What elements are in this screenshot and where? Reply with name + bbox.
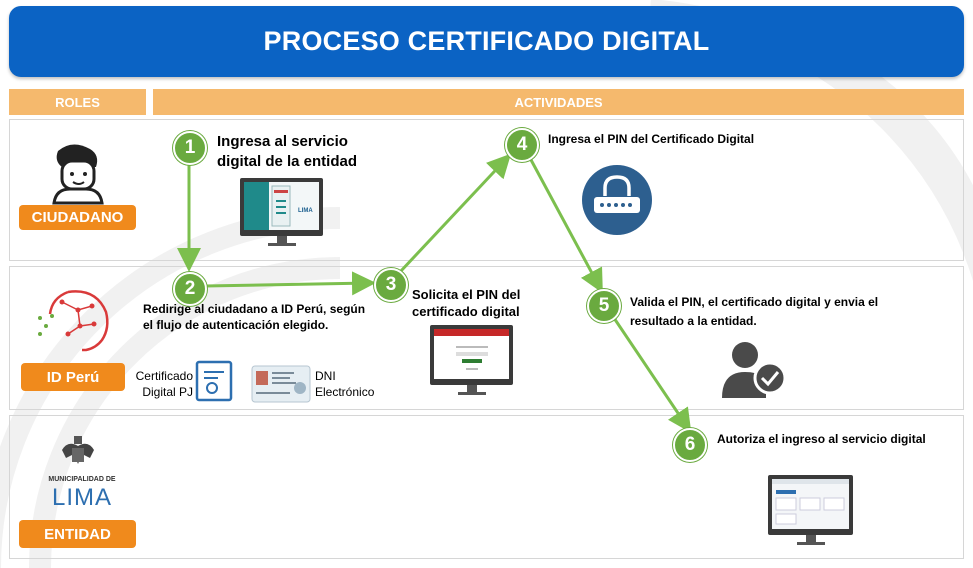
- step-4-badge: 4: [505, 128, 539, 162]
- page-title: PROCESO CERTIFICADO DIGITAL: [263, 26, 710, 56]
- option-cert-pj-label: Certificado Digital PJ: [135, 369, 193, 400]
- step-3-text: Solicita el PIN del certificado digital: [412, 287, 521, 319]
- arrow-2-3: [204, 271, 376, 296]
- title-bar: PROCESO CERTIFICADO DIGITAL: [9, 6, 964, 77]
- lane-ciudadano: [9, 119, 964, 261]
- step-3-badge: 3: [374, 268, 408, 302]
- step-1-badge: 1: [173, 131, 207, 165]
- arrow-5-6: [612, 317, 692, 433]
- activities-header: ACTIVIDADES: [153, 89, 964, 115]
- step-2-text: Redirige al ciudadano a ID Perú, según e…: [143, 302, 366, 332]
- step-5-badge: 5: [587, 289, 621, 323]
- lane-entidad: [9, 415, 964, 559]
- step-6-text: Autoriza el ingreso al servicio digital: [717, 432, 926, 446]
- entity-logo-line1: MUNICIPALIDAD DE: [48, 476, 116, 483]
- step-5-text: Valida el PIN, el certificado digital y …: [630, 295, 879, 328]
- step-1-text: Ingresa al servicio digital de la entida…: [217, 133, 358, 170]
- arrow-4-5: [528, 157, 603, 294]
- role-ciudadano: CIUDADANO: [19, 205, 136, 230]
- monitor-step1-text: LIMA: [298, 208, 313, 214]
- roles-header: ROLES: [9, 89, 146, 115]
- role-entidad: ENTIDAD: [19, 520, 136, 548]
- role-idperu: ID Perú: [21, 363, 125, 391]
- lane-idperu: [9, 266, 964, 410]
- arrow-3-4: [398, 153, 512, 274]
- step-4-text: Ingresa el PIN del Certificado Digital: [548, 132, 755, 146]
- entity-logo-line2: LIMA: [51, 484, 112, 511]
- step-2-badge: 2: [173, 272, 207, 306]
- step-6-badge: 6: [673, 428, 707, 462]
- option-dni-label: DNI Electrónico: [315, 369, 375, 400]
